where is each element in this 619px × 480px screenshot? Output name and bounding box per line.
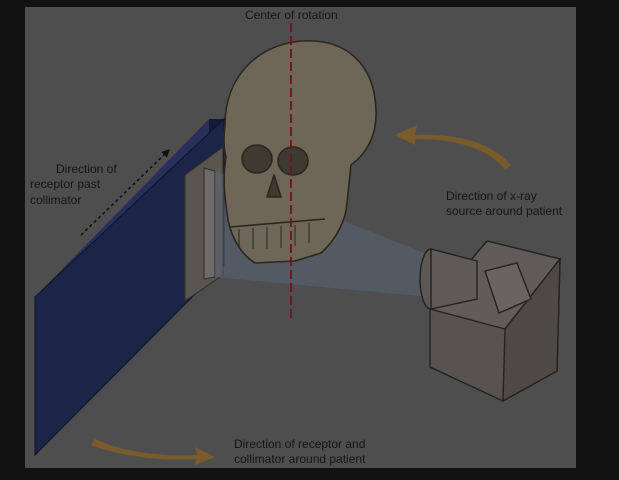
diagram-panel: Center of rotation Direction of receptor… xyxy=(25,7,576,468)
label-receptor-collimator-line1: Direction of receptor and xyxy=(234,437,366,451)
label-receptor-collimator-line2: collimator around patient xyxy=(234,452,366,466)
receptor-direction-arrow xyxy=(80,149,170,236)
label-receptor-past-collimator-line2: receptor past xyxy=(30,177,101,191)
label-receptor-past-collimator-line3: collimator xyxy=(30,193,82,207)
xray-tube-head xyxy=(419,240,562,403)
label-xray-source-line2: source around patient xyxy=(446,204,563,218)
label-center-of-rotation: Center of rotation xyxy=(245,8,338,22)
label-receptor-past-collimator-line1: Direction of xyxy=(56,162,117,176)
rotation-arrows xyxy=(91,125,511,465)
skull xyxy=(223,40,377,264)
panoramic-xray-diagram xyxy=(34,23,562,465)
collimator-plate xyxy=(184,146,224,302)
label-xray-source-line1: Direction of x-ray xyxy=(446,189,537,203)
